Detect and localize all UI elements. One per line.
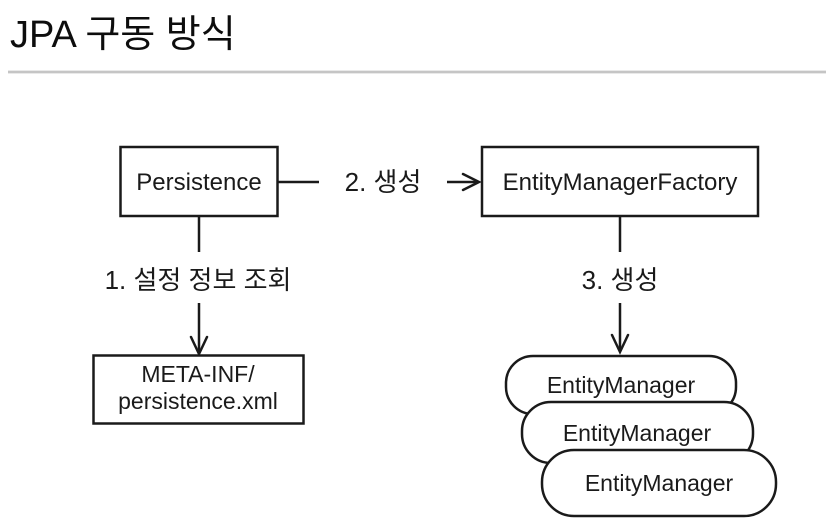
down-arrowhead-icon (189, 335, 209, 357)
lookup-arrow: 1. 설정 정보 조회 (105, 216, 292, 357)
create-manager-arrow: 3. 생성 (582, 216, 659, 355)
persistence-xml-box (92, 354, 305, 425)
page-title: JPA 구동 방식 (10, 14, 236, 56)
entity-manager-label-1: EntityManager (547, 372, 696, 398)
create-factory-label: 2. 생성 (345, 167, 422, 197)
persistence-xml-label-line1: META-INF/ (141, 361, 255, 387)
create-manager-label: 3. 생성 (582, 265, 659, 295)
persistence-label: Persistence (136, 169, 261, 196)
entity-manager-stack: EntityManager EntityManager EntityManage… (504, 354, 778, 518)
down-arrowhead-icon (610, 333, 630, 355)
persistence-xml-label-line2: persistence.xml (118, 388, 278, 414)
entity-manager-label-2: EntityManager (563, 420, 712, 446)
entity-manager-box-3 (540, 448, 778, 518)
create-factory-arrow: 2. 생성 (277, 167, 482, 197)
right-arrowhead-icon (461, 172, 482, 192)
entity-manager-factory-label: EntityManagerFactory (503, 169, 738, 196)
persistence-node: Persistence (119, 145, 279, 218)
persistence-xml-node: META-INF/ persistence.xml (92, 354, 305, 425)
entity-manager-factory-node: EntityManagerFactory (480, 145, 760, 218)
lookup-label: 1. 설정 정보 조회 (105, 265, 292, 295)
entity-manager-label-3: EntityManager (585, 470, 734, 496)
